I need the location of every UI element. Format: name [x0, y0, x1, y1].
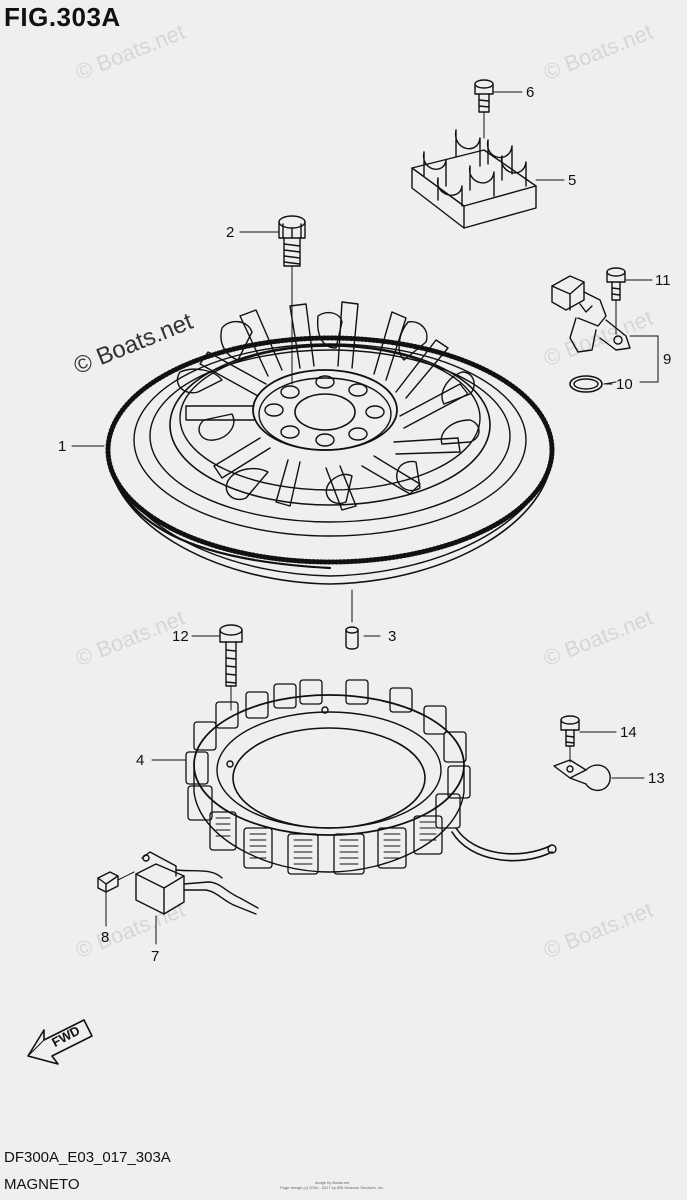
callout-9: 9 [663, 351, 671, 368]
stator [185, 679, 557, 875]
callout-11: 11 [655, 272, 671, 289]
cable-clamp [553, 759, 611, 791]
wire-clamp [411, 129, 537, 229]
copyright-notice: Image by Boats.net Page design (c) 2004 … [280, 1180, 384, 1190]
callout-5: 5 [568, 172, 576, 189]
fwd-arrow [27, 1019, 93, 1065]
callout-14: 14 [620, 724, 637, 741]
crank-position-sensor [551, 275, 631, 353]
callout-6: 6 [526, 84, 534, 101]
callout-13: 13 [648, 770, 665, 787]
callout-2: 2 [226, 224, 234, 241]
pulser-coil [135, 851, 259, 915]
figure-code: DF300A_E03_017_303A [4, 1149, 171, 1166]
copyright-line-1: Image by Boats.net [314, 1180, 350, 1185]
flywheel-bolt [278, 215, 306, 385]
callout-12: 12 [172, 628, 189, 645]
callout-1: 1 [58, 438, 66, 455]
sensor-bolt [606, 267, 626, 335]
cable-clamp-bolt [560, 715, 580, 763]
callout-3: 3 [388, 628, 396, 645]
callout-8: 8 [101, 929, 109, 946]
callout-4: 4 [136, 752, 144, 769]
figure-name: MAGNETO [4, 1176, 80, 1193]
copyright-line-2: Page design (c) 2004 - 2017 by ARI Netwo… [280, 1185, 385, 1190]
flywheel [105, 301, 555, 585]
callout-10: 10 [616, 376, 633, 393]
dowel-pin [345, 589, 359, 650]
fwd-label: FWD [49, 1023, 82, 1050]
stator-bolt [219, 624, 243, 711]
figure-title: FIG.303A [4, 2, 121, 32]
clamp-bolt [474, 79, 494, 139]
pulser-screw [97, 871, 135, 919]
callout-7: 7 [151, 948, 159, 965]
